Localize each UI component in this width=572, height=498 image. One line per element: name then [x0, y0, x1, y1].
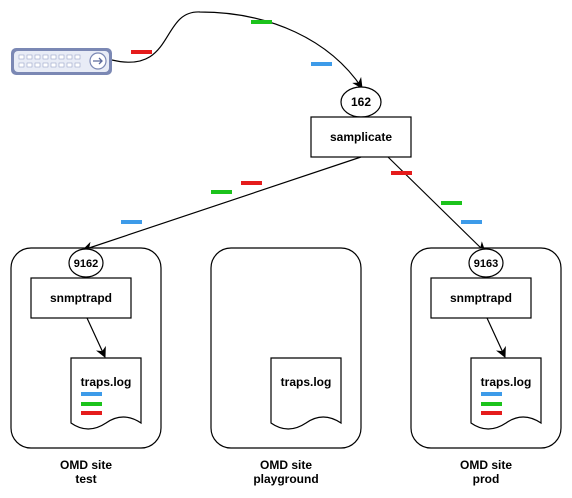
trap-bar-red	[241, 181, 262, 185]
site-title-line2: playground	[253, 472, 318, 486]
snmptrapd-label: snmptrapd	[450, 291, 512, 305]
log-file-label: traps.log	[81, 375, 132, 389]
trap-bar-green	[481, 402, 502, 406]
port-label: 9162	[74, 258, 98, 270]
trap-bar-red	[481, 411, 502, 415]
snmptrapd-box	[30, 277, 132, 319]
port-162-label: 162	[351, 95, 371, 109]
site-title-line1: OMD site	[460, 458, 512, 472]
log-document-icon	[270, 357, 342, 430]
trap-bar-green	[251, 20, 272, 24]
trap-bar-blue	[461, 220, 482, 224]
snmptrapd-label: snmptrapd	[50, 291, 112, 305]
trap-bar-green	[211, 190, 232, 194]
network-switch-icon	[11, 48, 112, 75]
site-title-line1: OMD site	[260, 458, 312, 472]
trap-bar-blue	[121, 220, 142, 224]
site-test: snmptrapd 9162 traps.log	[10, 247, 162, 449]
site-title-line1: OMD site	[60, 458, 112, 472]
trap-bar-red	[391, 171, 412, 175]
port-label: 9163	[474, 258, 498, 270]
port-ellipse	[468, 248, 504, 278]
connector-snmptrapd-to-log	[486, 317, 506, 358]
trap-bar-blue	[311, 62, 332, 66]
connector-device-to-samplicate	[111, 11, 363, 89]
trap-bar-green	[81, 402, 102, 406]
trap-bar-red	[81, 411, 102, 415]
trap-bar-blue	[81, 392, 102, 396]
site-prod: snmptrapd 9163 traps.log	[410, 247, 562, 449]
site-title-line2: prod	[473, 472, 500, 486]
port-ellipse	[68, 248, 104, 278]
connector-snmptrapd-to-log	[86, 317, 106, 358]
site-title-line2: test	[75, 472, 96, 486]
log-file-label: traps.log	[481, 375, 532, 389]
snmptrapd-box	[430, 277, 532, 319]
trap-bar-red	[131, 50, 152, 54]
site-playground: traps.log	[210, 247, 362, 449]
trap-bar-green	[441, 201, 462, 205]
log-file-label: traps.log	[281, 375, 332, 389]
trap-bar-blue	[481, 392, 502, 396]
samplicate-label: samplicate	[330, 130, 392, 144]
connector-samplicate-to-test	[81, 156, 362, 253]
